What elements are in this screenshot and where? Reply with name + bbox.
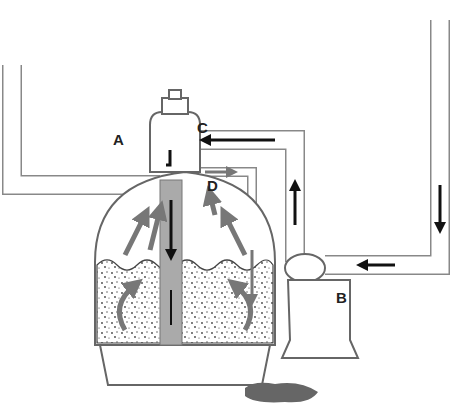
backwash-arrows [119,172,252,330]
sand-bed [97,260,273,343]
part-letter: D [207,178,218,193]
filter-tank [95,172,275,345]
multiport-valve [150,90,200,172]
pipes [12,20,440,385]
standpipe [160,180,182,345]
pump [282,254,358,358]
tank-base [100,345,270,385]
part-letter: A [113,132,124,147]
flow-arrows [166,140,440,325]
part-letter: B [336,290,347,305]
part-letter: C [197,120,208,135]
waste-puddle [245,383,318,403]
